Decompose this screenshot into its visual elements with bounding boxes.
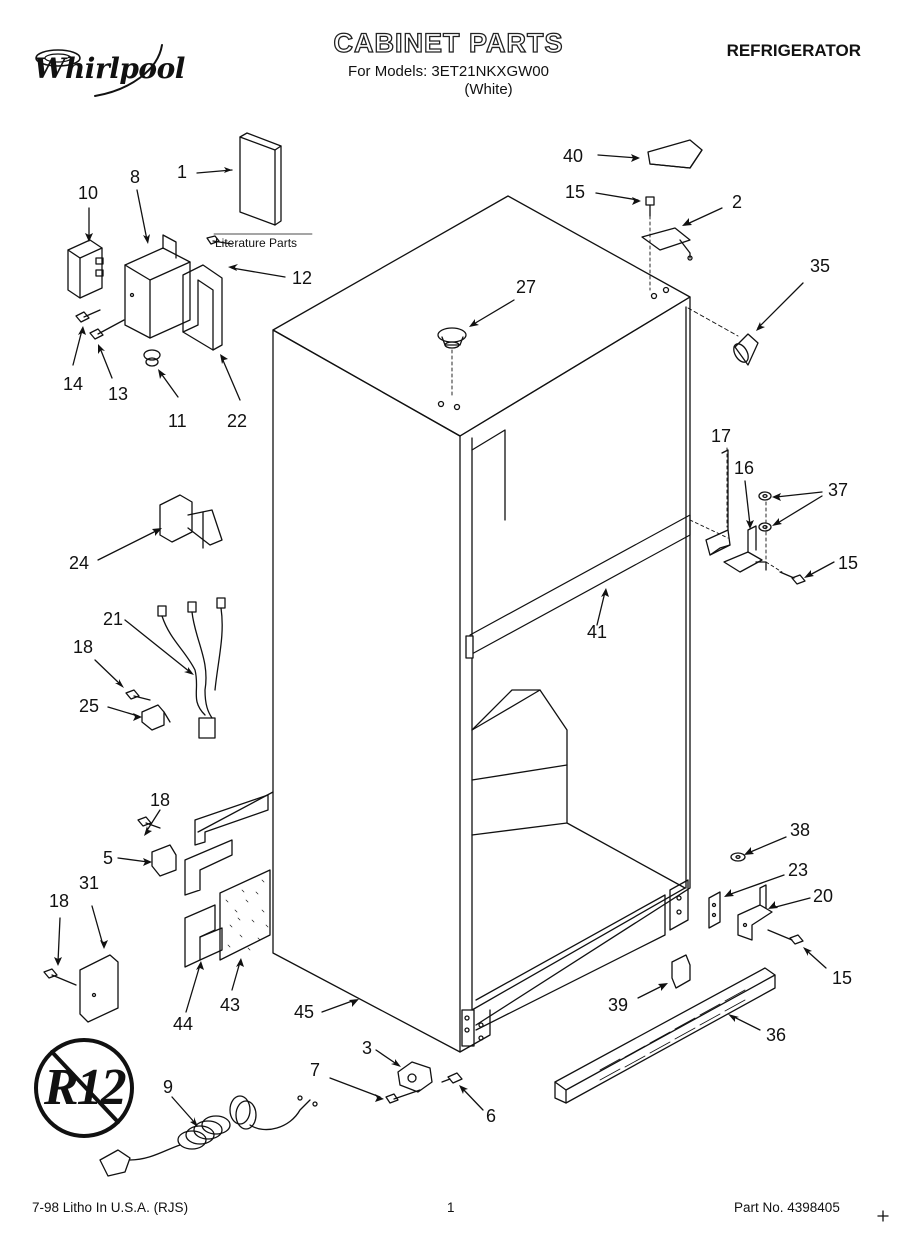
clamp-25	[141, 704, 171, 731]
callout-36: 36	[766, 1025, 787, 1045]
callout-12: 12	[292, 268, 313, 288]
footer-print-info: 7-98 Litho In U.S.A. (RJS)	[32, 1200, 189, 1215]
callout-43: 43	[220, 995, 241, 1015]
category-label: REFRIGERATOR	[726, 41, 861, 60]
screw-18c	[43, 968, 77, 986]
callout-37: 37	[828, 480, 849, 500]
callout-45: 45	[294, 1002, 315, 1022]
screw-7	[385, 1089, 421, 1104]
callout-41: 41	[587, 622, 608, 642]
r12-no-refrigerant-badge	[34, 1038, 134, 1138]
screw-15b	[779, 571, 806, 585]
bottom-hinge-20	[737, 884, 773, 941]
footer-page-number: 1	[447, 1200, 455, 1215]
top-hinge-screw-15	[645, 196, 655, 217]
callout-16: 16	[734, 458, 755, 478]
callout-18-lower: 18	[49, 891, 70, 911]
cover-31	[79, 954, 119, 1023]
color-line: (White)	[464, 81, 513, 98]
callout-15-bottom: 15	[832, 968, 853, 988]
screw-12	[206, 235, 233, 245]
callout-8: 8	[130, 167, 141, 187]
callout-15-top: 15	[565, 182, 586, 202]
callout-18-middle: 18	[150, 790, 171, 810]
callout-21: 21	[103, 609, 124, 629]
washers-37	[758, 491, 772, 532]
callout-10: 10	[78, 183, 99, 203]
center-hinge-17	[705, 449, 731, 556]
screw-15c	[767, 929, 804, 945]
shim-23	[708, 891, 721, 929]
literature-parts-label: Literature Parts	[215, 236, 298, 250]
callout-6: 6	[486, 1106, 497, 1126]
callout-25: 25	[79, 696, 100, 716]
callout-22: 22	[227, 411, 248, 431]
center-hinge-16	[723, 525, 767, 573]
plug-35	[733, 333, 759, 366]
callout-9: 9	[163, 1077, 174, 1097]
models-line: For Models: 3ET21NKXGW00	[348, 63, 549, 80]
literature-parts-booklet	[239, 132, 282, 226]
wire-harness-21	[157, 597, 226, 739]
relay-10	[67, 239, 104, 299]
callout-7: 7	[310, 1060, 321, 1080]
brand-logo-text: Whirlpool	[34, 52, 185, 85]
callout-38: 38	[790, 820, 811, 840]
callout-39: 39	[608, 995, 629, 1015]
screw-13	[89, 319, 125, 340]
power-cord-9	[99, 1095, 318, 1177]
callout-13: 13	[108, 384, 129, 404]
control-housing-8	[124, 234, 191, 339]
callout-14: 14	[63, 374, 84, 394]
callout-5: 5	[103, 848, 114, 868]
callout-1: 1	[177, 162, 188, 182]
callout-11: 11	[168, 411, 187, 431]
footer-part-number: Part No. 4398405	[734, 1200, 840, 1215]
callout-31: 31	[79, 873, 100, 893]
bracket-44	[184, 904, 223, 968]
screw-14	[75, 309, 101, 323]
toe-grille-36	[554, 967, 776, 1104]
screw-6	[441, 1072, 463, 1084]
top-hinge-cover-40	[647, 139, 703, 169]
callout-40: 40	[563, 146, 584, 166]
callout-27: 27	[516, 277, 537, 297]
whirlpool-logo-mark	[35, 44, 163, 97]
callout-18-upper: 18	[73, 637, 94, 657]
screw-18a	[125, 689, 151, 701]
cap-27	[437, 327, 467, 349]
callout-2: 2	[732, 192, 743, 212]
thermostat-bracket-22	[182, 264, 223, 351]
bracket-39	[671, 954, 691, 989]
grommet-11	[143, 349, 161, 367]
callout-3: 3	[362, 1038, 373, 1058]
insulation-43	[219, 869, 271, 961]
callout-15-middle: 15	[838, 553, 859, 573]
callout-23: 23	[788, 860, 809, 880]
defrost-drain-24	[159, 494, 223, 549]
callout-17: 17	[711, 426, 732, 446]
callout-35: 35	[810, 256, 831, 276]
callout-44: 44	[173, 1014, 194, 1034]
clip-5	[151, 794, 269, 896]
bracket-3	[397, 1061, 433, 1093]
refrigerator-cabinet	[197, 195, 691, 1053]
washer-38	[730, 852, 746, 862]
top-hinge-2	[641, 227, 693, 261]
callout-24: 24	[69, 553, 90, 573]
page-title: CABINET PARTS	[333, 27, 564, 58]
r12-badge-text: R12	[44, 1059, 127, 1116]
callout-20: 20	[813, 886, 834, 906]
